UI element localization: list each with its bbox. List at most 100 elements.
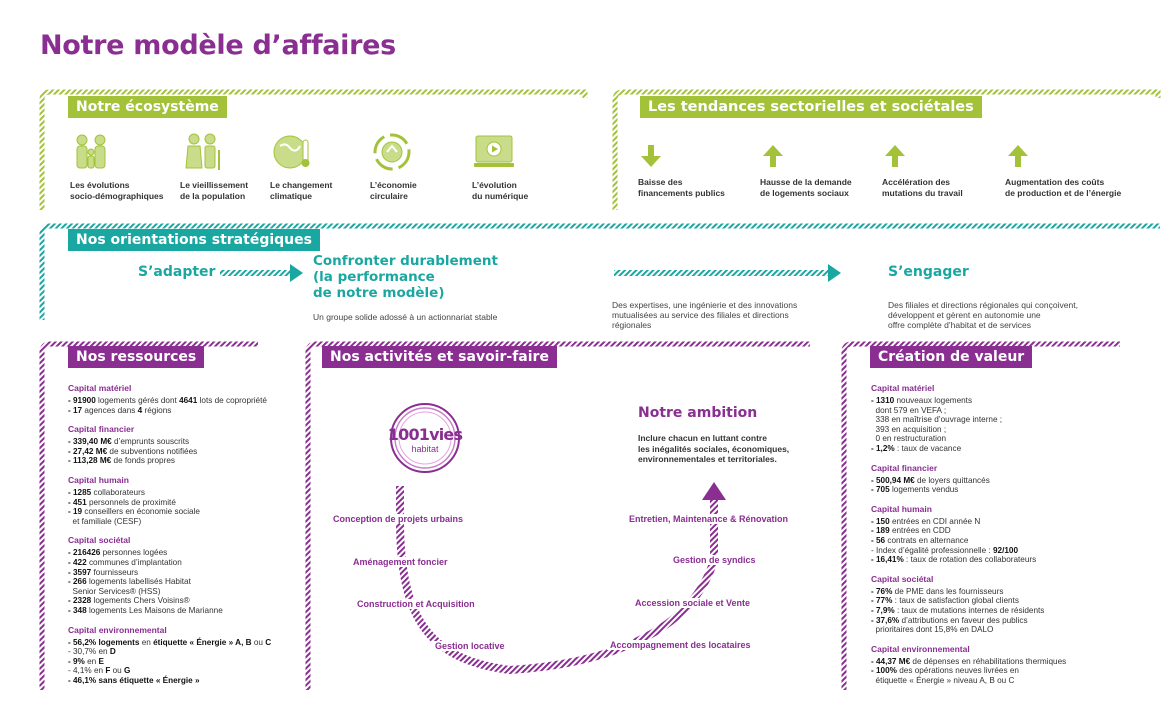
engager-line-1: Des filiales et directions régionales qu… xyxy=(888,300,1078,310)
resources-line: - 339,40 M€ d’emprunts souscrits xyxy=(68,437,190,447)
resources-line: - 4,1% en F ou G xyxy=(68,666,131,676)
value-line: - 56 contrats en alternance xyxy=(871,535,969,545)
value-line: - 100% des opérations neuves livrées en xyxy=(871,666,1019,676)
value-section-title: Capital matériel xyxy=(871,383,935,393)
elderly-couple-icon xyxy=(180,130,224,174)
logo-main-text: 1001vies xyxy=(387,425,463,444)
confronter-line-2: (la performance xyxy=(313,269,435,285)
resources-title: Nos ressources xyxy=(68,346,205,368)
resources-line: - 91900 logements gérés dont 4641 lots d… xyxy=(68,396,267,405)
ecosystem-item-label: circulaire xyxy=(370,191,408,201)
arrow-up-icon xyxy=(760,143,786,169)
logo-1001vies: 1001vies habitat xyxy=(387,400,463,476)
logo-sub-text: habitat xyxy=(411,444,439,454)
resources-line: - 266 logements labellisés Habitat xyxy=(68,577,191,587)
value-line: - 37,6% d’attributions en faveur des pub… xyxy=(871,615,1028,625)
step-accompagnement: Accompagnement des locataires xyxy=(607,640,754,650)
family-icon xyxy=(70,130,114,174)
arrow-up-icon xyxy=(882,143,908,169)
page-title: Notre modèle d’affaires xyxy=(40,30,396,61)
trend-item-label: mutations du travail xyxy=(882,188,963,198)
resources-line: - 30,7% en D xyxy=(68,647,116,657)
resources-line: - 9% en E xyxy=(68,656,104,666)
step-gestion-locative: Gestion locative xyxy=(432,641,508,651)
value-line: - 7,9% : taux de mutations internes de r… xyxy=(871,605,1045,615)
resources-line: - 19 conseillers en économie sociale xyxy=(68,507,200,517)
trends-title: Les tendances sectorielles et sociétales xyxy=(640,96,982,118)
engager-text: Des filiales et directions régionales qu… xyxy=(888,300,1078,330)
middle-line-1: Des expertises, une ingénierie et des in… xyxy=(612,300,798,310)
step-conception: Conception de projets urbains xyxy=(330,514,467,524)
value-line: - 500,94 M€ de loyers quittancés xyxy=(871,475,990,485)
resources-section-title: Capital humain xyxy=(68,474,129,485)
ecosystem-item-label: Les évolutions xyxy=(70,180,130,190)
middle-text: Des expertises, une ingénierie et des in… xyxy=(612,300,797,330)
resources-line: - 1285 collaborateurs xyxy=(68,487,145,497)
laptop-video-icon xyxy=(472,130,516,174)
ecosystem-item-label: socio-démographiques xyxy=(70,191,164,201)
resources-list: Capital matériel- 91900 logements gérés … xyxy=(68,375,303,685)
ecosystem-item-label: du numérique xyxy=(472,191,529,201)
ambition-text: Inclure chacun en luttant contre les iné… xyxy=(638,433,789,465)
confronter-line-3: de notre modèle) xyxy=(313,285,445,301)
globe-thermometer-icon xyxy=(270,130,314,174)
resources-line: - 113,28 M€ de fonds propres xyxy=(68,456,175,466)
engager-label: S’engager xyxy=(888,264,969,280)
resources-section-title: Capital sociétal xyxy=(68,535,131,546)
logo-ring-icon xyxy=(390,403,460,473)
value-line: - 150 entrées en CDI année N xyxy=(871,516,981,526)
resources-line: - 46,1% sans étiquette « Énergie » xyxy=(68,675,200,685)
engager-line-3: offre complète d’habitat et de services xyxy=(888,320,1032,330)
resources-line: - 2328 logements Chers Voisins® xyxy=(68,596,190,606)
step-amenagement: Aménagement foncier xyxy=(350,557,451,567)
value-section-title: Capital environnemental xyxy=(871,643,970,654)
step-construction: Construction et Acquisition xyxy=(354,599,478,609)
middle-line-3: régionales xyxy=(612,320,652,330)
value-line: - 189 entrées en CDD xyxy=(871,526,951,536)
ambition-line-1: Inclure chacun en luttant contre xyxy=(638,433,767,443)
trend-item-label: financements publics xyxy=(638,188,725,198)
step-entretien: Entretien, Maintenance & Rénovation xyxy=(626,514,792,524)
value-line: - 16,41% : taux de rotation des collabor… xyxy=(871,555,1037,565)
resources-line: - 17 agences dans 4 régions xyxy=(68,405,172,415)
step-accession: Accession sociale et Vente xyxy=(632,598,754,608)
value-title: Création de valeur xyxy=(870,346,1033,368)
value-section-title: Capital sociétal xyxy=(871,573,934,584)
value-line: 393 en acquisition ; xyxy=(871,424,947,434)
trend-item-label: Augmentation des coûts xyxy=(1005,177,1105,187)
confronter-subtitle: Un groupe solide adossé à un actionnaria… xyxy=(313,312,498,322)
value-line: - 1310 nouveaux logements xyxy=(871,396,973,405)
ecosystem-item-label: de la population xyxy=(180,191,246,201)
ambition-line-3: environnementales et territoriales. xyxy=(638,454,777,464)
resources-line: - 27,42 M€ de subventions notifiées xyxy=(68,446,198,456)
engager-line-2: développent et gèrent en autonomie une xyxy=(888,310,1041,320)
recycle-icon xyxy=(370,130,414,174)
trend-item-label: de logements sociaux xyxy=(760,188,849,198)
resources-line: - 56,2% logements en étiquette « Énergie… xyxy=(68,637,272,647)
ambition-line-2: les inégalités sociales, économiques, xyxy=(638,443,790,454)
value-list: Capital matériel - 1310 nouveaux logement… xyxy=(871,375,1131,685)
value-section-title: Capital financier xyxy=(871,462,938,473)
value-line: dont 579 en VEFA ; xyxy=(871,405,947,415)
trend-item-label: de production et de l’énergie xyxy=(1005,188,1122,198)
resources-line: et familiale (CESF) xyxy=(68,516,142,526)
value-line: 0 en restructuration xyxy=(871,434,947,444)
resources-line: - 422 communes d’implantation xyxy=(68,557,182,567)
confronter-label: Confronter durablement (la performance d… xyxy=(313,253,498,301)
value-section-title: Capital humain xyxy=(871,503,932,514)
value-line: - Index d’égalité professionnelle : 92/1… xyxy=(871,545,1019,555)
adapter-label: S’adapter xyxy=(138,264,216,280)
trend-item-label: Accélération des xyxy=(882,177,951,187)
step-syndics: Gestion de syndics xyxy=(670,555,759,565)
ecosystem-title: Notre écosystème xyxy=(68,96,227,118)
ecosystem-item-label: Le vieillissement xyxy=(180,180,249,190)
resources-section-title: Capital environnemental xyxy=(68,624,167,635)
